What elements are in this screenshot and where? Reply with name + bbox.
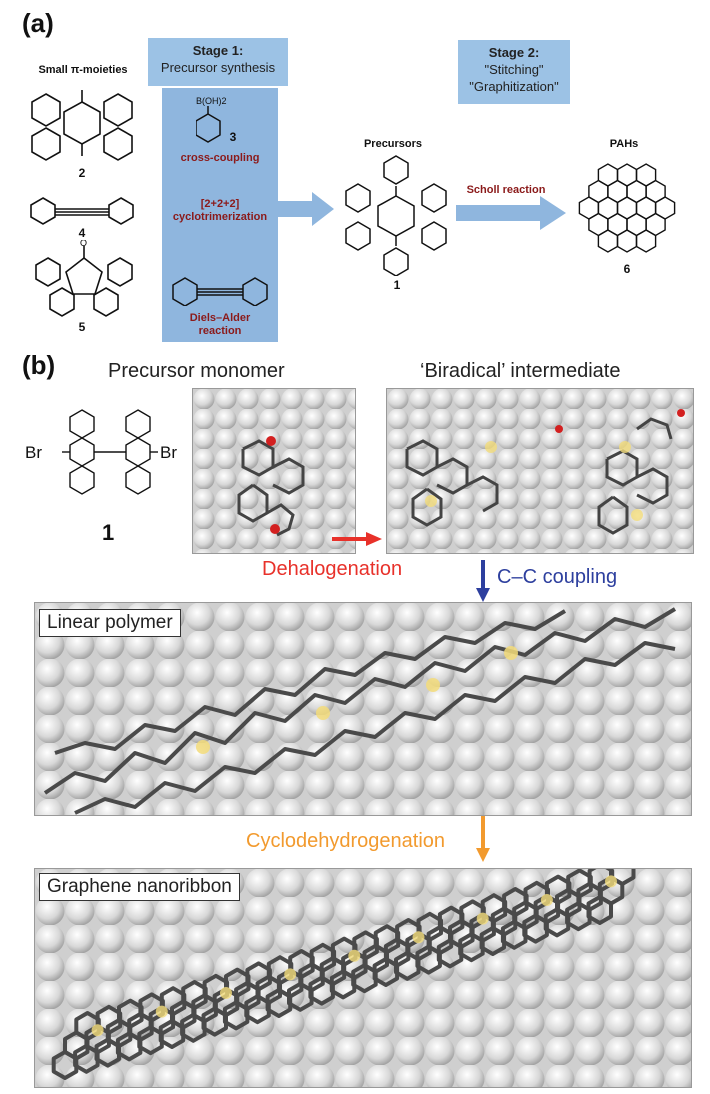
compound-4-structure <box>30 197 134 225</box>
stage1-title: Stage 1: <box>192 43 244 58</box>
cross-coupling-label: cross-coupling <box>180 152 260 164</box>
br-right-label: Br <box>160 443 177 462</box>
nanoribbon-highlight <box>220 987 232 999</box>
compound-1-number: 1 <box>393 278 401 292</box>
stage2-line1: "Stitching" <box>484 62 544 77</box>
monomer-surface <box>193 389 355 553</box>
compound-2-structure <box>31 90 133 161</box>
compound-3-structure <box>196 106 221 143</box>
scholl-arrow <box>456 196 566 230</box>
nanoribbon-highlight <box>476 912 489 925</box>
compound-5-structure: O <box>35 240 133 317</box>
nanoribbon-highlight <box>155 1005 168 1018</box>
dehalogenation-label: Dehalogenation <box>262 558 403 580</box>
precursor-monomer-scene <box>192 388 356 554</box>
dehalogenation-arrow <box>332 532 382 546</box>
diels-alder-label-2: reaction <box>198 325 242 337</box>
graphene-nanoribbon-scene: Graphene nanoribbon <box>34 868 692 1088</box>
nanoribbon-highlight <box>284 968 297 981</box>
pah-ring <box>597 229 619 253</box>
linear-polymer-scene: Linear polymer <box>34 602 692 816</box>
diels-alder-label-1: Diels–Alder <box>189 312 251 324</box>
nanoribbon-ring <box>245 961 272 992</box>
nanoribbon-ring <box>437 905 465 936</box>
pahs-label: PAHs <box>609 138 639 150</box>
stage2-title: Stage 2: <box>488 45 540 60</box>
nanoribbon-highlight <box>540 894 553 906</box>
nanoribbon-ring <box>566 869 593 899</box>
nanoribbon-surface <box>35 869 691 1087</box>
svg-text:O: O <box>80 240 87 248</box>
compound-6-structure <box>578 163 676 253</box>
cyclodehydrogenation-arrow <box>476 816 490 862</box>
nanoribbon-ring <box>181 980 208 1010</box>
graphene-nanoribbon-label: Graphene nanoribbon <box>39 873 240 901</box>
precursors-label: Precursors <box>363 138 423 150</box>
cyclodehydrogenation-label: Cyclodehydrogenation <box>246 830 446 852</box>
nanoribbon-ring <box>117 998 144 1029</box>
br-left-label: Br <box>25 443 42 462</box>
compound-1-structure <box>345 155 447 276</box>
compound-2-number: 2 <box>78 166 86 180</box>
nanoribbon-highlight <box>605 875 617 888</box>
panel-a-label: (a) <box>22 8 54 38</box>
arrow-to-precursor <box>278 192 334 226</box>
compound-5-number: 5 <box>78 320 86 334</box>
precursor-monomer-title: Precursor monomer <box>108 360 285 382</box>
pah-ring <box>635 229 657 253</box>
nanoribbon-highlight <box>348 949 361 962</box>
molecule-1-number: 1 <box>102 520 115 545</box>
boronic-acid-label: B(OH)2 <box>196 96 227 106</box>
nanoribbon-ring <box>373 924 401 955</box>
nanoribbon-highlight <box>91 1024 104 1037</box>
scholl-reaction-label: Scholl reaction <box>466 184 546 196</box>
compound-3-number: 3 <box>229 130 237 144</box>
compound-6-number: 6 <box>623 262 631 276</box>
compound-4-number: 4 <box>78 226 86 240</box>
stage1-box: Stage 1: Precursor synthesis <box>148 38 288 86</box>
cc-coupling-label: C–C coupling <box>497 566 618 588</box>
linear-polymer-label: Linear polymer <box>39 609 181 637</box>
dibromobianthryl-structure <box>62 409 158 495</box>
stage1-subtitle: Precursor synthesis <box>160 60 276 75</box>
cc-coupling-arrow <box>476 560 490 602</box>
diels-alder-alkyne-structure <box>172 277 268 306</box>
biradical-surface <box>387 389 693 553</box>
small-moieties-title: Small π-moieties <box>38 64 128 76</box>
biradical-title: ‘Biradical’ intermediate <box>420 360 621 382</box>
cyclotrimerization-label-2: cyclotrimerization <box>172 211 268 223</box>
panel-b-label: (b) <box>22 350 56 380</box>
cyclotrimerization-label-1: [2+2+2] <box>200 198 240 210</box>
nanoribbon-ring <box>309 942 337 973</box>
stage2-box: Stage 2: "Stitching" "Graphitization" <box>458 40 570 104</box>
nanoribbon-highlight <box>412 931 425 944</box>
nanoribbon-ring <box>502 887 529 917</box>
pah-ring <box>616 229 638 253</box>
biradical-scene <box>386 388 694 554</box>
polymer-surface <box>35 603 691 815</box>
stage2-line2: "Graphitization" <box>469 79 559 94</box>
